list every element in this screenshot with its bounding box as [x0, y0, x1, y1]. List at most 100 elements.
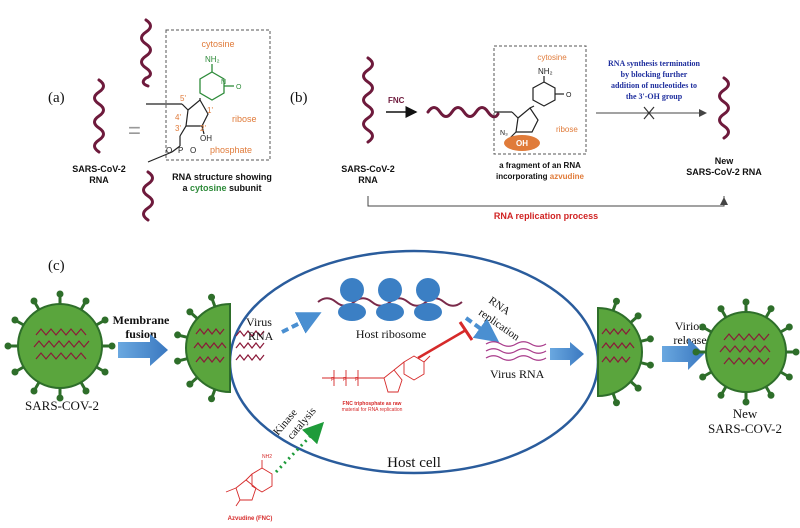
- new-rna-strand-b: [718, 76, 730, 140]
- rna-label-b-2: RNA: [358, 175, 378, 185]
- replication-arrow: [464, 316, 500, 343]
- oh-label-b: OH: [516, 139, 528, 148]
- structure-caption-a-2: a cytosine subunit: [182, 183, 261, 193]
- nh2-label-b: NH₂: [538, 67, 553, 76]
- fnc-tri-p3: P: [355, 377, 359, 383]
- to-budding-arrow: [550, 342, 584, 366]
- membrane-label-1: Membrane: [113, 313, 170, 327]
- virus-budding-rna: [601, 328, 635, 363]
- new-rna-label-2: SARS-CoV-2 RNA: [686, 167, 762, 177]
- virion-release-arrow: [662, 338, 704, 370]
- virus-new-rna: [719, 333, 771, 365]
- virus-rna-copies: [485, 341, 547, 361]
- replication-process-label: RNA replication process: [494, 211, 598, 221]
- rna-strand-a: [93, 78, 105, 154]
- released-rna-zigzag: [235, 330, 265, 361]
- virion-label-1: Virion: [675, 319, 706, 333]
- virus-fusing-rna: [193, 328, 227, 363]
- virus-rna-label-1: Virus: [246, 315, 272, 329]
- cytosine-highlight: cytosine: [190, 183, 227, 193]
- cytosine-o-b: O: [566, 92, 572, 99]
- host-ribosome-label: Host ribosome: [356, 327, 426, 341]
- cytosine-o-a: O: [236, 84, 242, 91]
- inhibition-bar: [458, 321, 474, 341]
- ribose-ring-a: [146, 98, 209, 163]
- virus-left: [4, 290, 116, 402]
- panel-c-label: (c): [48, 258, 65, 274]
- cytosine-ring-b: [532, 76, 564, 107]
- fnc-triphosphate-structure: [322, 355, 431, 393]
- rna-strand-b: [362, 56, 374, 144]
- oh-highlight: [504, 135, 540, 151]
- phosphate-o-right: O: [190, 146, 196, 155]
- fragment-caption-1: a fragment of an RNA: [499, 161, 581, 170]
- virus-budding: [597, 297, 654, 407]
- rna-label-b-1: SARS-CoV-2: [341, 164, 395, 174]
- pos-2-label: 2': [200, 124, 206, 133]
- azvudine-nh2: NH2: [262, 454, 272, 460]
- cytosine-n-a: N: [221, 79, 226, 86]
- phosphate-o-left: O: [166, 146, 172, 155]
- ribose-label-b: ribose: [556, 125, 578, 134]
- pos-3-label: 3': [175, 124, 181, 133]
- equals-sign: =: [128, 118, 141, 143]
- fnc-tri-p1: P: [331, 377, 335, 383]
- fnc-tri-caption-1: FNC triphosphate as raw: [343, 401, 402, 407]
- virus-new: [692, 298, 800, 406]
- termination-text-4: the 3'-OH group: [626, 92, 683, 101]
- pos-4-label: 4': [175, 113, 181, 122]
- panel-c: (c) Host cell SARS-COV-2 Membrane fusion…: [4, 249, 800, 522]
- rna-fragment-strand: [426, 106, 500, 119]
- nh2-label-a: NH₂: [205, 55, 220, 64]
- rna-strand-a-top: [140, 18, 152, 88]
- new-rna-label-1: New: [715, 156, 735, 166]
- ribose-ring-b: [494, 105, 539, 139]
- cytosine-ring-a: [199, 64, 234, 101]
- rna-label-a-2: RNA: [89, 175, 109, 185]
- n3-label-b: N₃: [500, 130, 508, 137]
- structure-caption-a-1: RNA structure showing: [172, 172, 272, 182]
- kinase-arrow: [274, 421, 325, 474]
- termination-text-3: addition of nucleotides to: [611, 81, 697, 90]
- replication-bracket: [367, 196, 725, 207]
- host-cell-label: Host cell: [387, 455, 441, 471]
- pos-1-label: 1': [207, 106, 213, 115]
- panel-b: (b) SARS-CoV-2 RNA FNC cytosine NH₂ O ri…: [290, 45, 762, 221]
- host-ribosome-group: [338, 278, 442, 321]
- azvudine-label: Azvudine (FNC): [228, 516, 273, 522]
- block-cross-icon: [643, 106, 655, 120]
- virus-rna-right-label: Virus RNA: [490, 367, 545, 381]
- panel-a: (a) SARS-CoV-2 RNA = cytosine NH₂ N O: [48, 18, 272, 222]
- pos-5-label: 5': [180, 94, 186, 103]
- structure-box-b: [493, 45, 587, 155]
- rna-label-a-1: SARS-CoV-2: [72, 164, 126, 174]
- fnc-tri-p2: P: [343, 377, 347, 383]
- cytosine-label-a: cytosine: [201, 39, 234, 49]
- new-virus-label-2: SARS-COV-2: [708, 421, 782, 436]
- rna-strand-a-bottom: [142, 170, 154, 222]
- fnc-label-b: FNC: [388, 96, 405, 105]
- oh-label-a: OH: [200, 134, 212, 143]
- fnc-tri-caption-2: material for RNA replication: [342, 407, 403, 413]
- panel-b-label: (b): [290, 90, 308, 106]
- structure-box-a: [165, 29, 271, 161]
- virus-fusing: [174, 293, 231, 403]
- phosphate-label-a: phosphate: [210, 145, 252, 155]
- ribose-label-a: ribose: [232, 114, 257, 124]
- membrane-fusion-arrow: [118, 334, 168, 366]
- panel-a-label: (a): [48, 90, 65, 106]
- azvudine-structure: [225, 460, 273, 507]
- termination-text-2: by blocking further: [621, 70, 688, 79]
- phosphate-p: P: [178, 146, 183, 155]
- membrane-label-2: fusion: [125, 327, 157, 341]
- new-virus-label-1: New: [733, 406, 758, 421]
- termination-text-1: RNA synthesis termination: [608, 59, 701, 68]
- inhibition-line: [417, 328, 467, 360]
- host-cell: [228, 249, 600, 475]
- azvudine-highlight: azvudine: [550, 172, 585, 181]
- virus-left-rna: [33, 328, 90, 360]
- fragment-caption-2: incorporating azvudine: [496, 172, 585, 181]
- virus-rna-label-2: RNA: [248, 329, 274, 343]
- to-ribosome-arrow: [281, 312, 322, 334]
